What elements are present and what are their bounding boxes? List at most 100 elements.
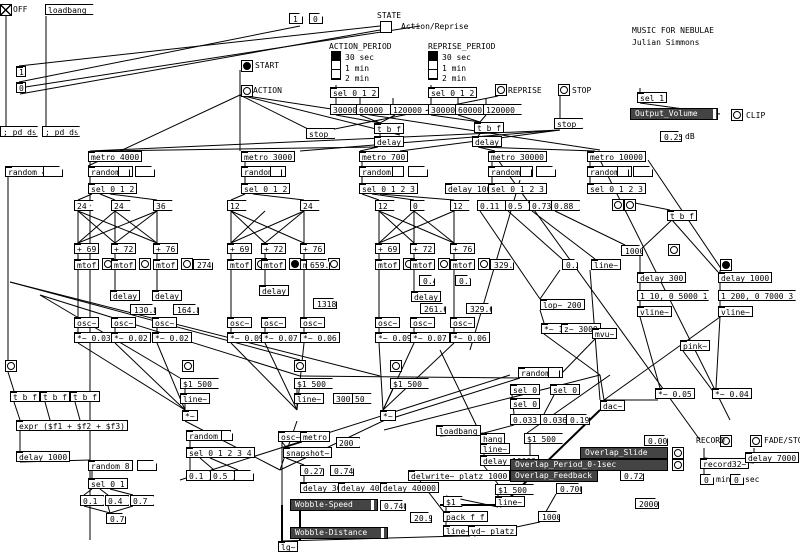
reprise-bang[interactable] xyxy=(495,84,507,96)
radio-cell[interactable] xyxy=(429,61,437,70)
value-message[interactable]: 0.4 xyxy=(105,495,129,506)
pitch-offset-message[interactable]: 0 xyxy=(410,200,425,211)
value-message[interactable]: 0.1 xyxy=(80,495,104,506)
number-0[interactable]: 0 xyxy=(16,82,26,93)
msg-200[interactable]: 200 xyxy=(336,437,360,448)
random-number[interactable] xyxy=(633,166,653,177)
msg-50[interactable]: 50 xyxy=(352,393,372,404)
pitch-offset-message[interactable]: 24 xyxy=(300,200,320,211)
bang-small[interactable] xyxy=(390,360,402,372)
freq-number[interactable]: 329.6 xyxy=(466,303,492,314)
action-bang[interactable] xyxy=(241,85,253,97)
bang-small[interactable] xyxy=(624,199,636,211)
value-number[interactable]: 0.748 xyxy=(330,465,354,476)
set-message-d[interactable]: $1 500 xyxy=(524,433,563,444)
msg-60000[interactable]: 60000 xyxy=(356,104,390,115)
freq-number[interactable]: 130.8 xyxy=(130,304,156,315)
pd-dsp-1-message[interactable]: ; pd dsp 1 xyxy=(42,126,80,137)
reprise-period-radio[interactable] xyxy=(428,51,438,80)
state-number[interactable]: 1 xyxy=(289,13,303,24)
random-number[interactable] xyxy=(270,166,282,177)
clip-bang[interactable] xyxy=(731,109,743,121)
bang-small[interactable] xyxy=(5,360,17,372)
random-number[interactable] xyxy=(617,166,629,177)
value-number[interactable]: 1000 xyxy=(538,511,560,522)
random-number[interactable] xyxy=(118,166,130,177)
bang-small[interactable] xyxy=(182,360,194,372)
radio-cell[interactable] xyxy=(332,61,340,70)
random-number[interactable] xyxy=(548,367,560,378)
stop-bang[interactable] xyxy=(558,84,570,96)
value-number[interactable]: 0.72 xyxy=(620,470,644,481)
set-message-f[interactable]: $1 xyxy=(443,496,463,507)
value-message[interactable]: 0.033 xyxy=(510,414,544,425)
envelope-message[interactable]: 1 10, 0 5000 100 xyxy=(637,290,709,301)
note-bang[interactable] xyxy=(438,258,450,270)
fade-stop-bang[interactable] xyxy=(750,435,762,447)
note-bang[interactable] xyxy=(181,258,193,270)
overlap-feedback-slider[interactable]: Overlap_Feedback xyxy=(510,470,598,482)
overlap-slide-slider[interactable]: Overlap_Slide xyxy=(580,447,668,459)
set-message-c[interactable]: $1 500 xyxy=(390,378,429,389)
msg-120000-b[interactable]: 120000 xyxy=(483,104,522,115)
action-period-radio[interactable] xyxy=(331,51,341,80)
stop-message-b[interactable]: stop xyxy=(554,118,583,129)
value-message[interactable]: 0.1 xyxy=(186,470,210,481)
state-number-0[interactable]: 0 xyxy=(309,13,323,24)
pitch-offset-message[interactable]: 24 xyxy=(111,200,131,211)
radio-cell[interactable] xyxy=(429,70,437,79)
value-number[interactable]: 0.4 xyxy=(419,275,435,286)
bang-small[interactable] xyxy=(720,259,732,271)
output-volume-slider[interactable]: Output_Volume xyxy=(630,108,718,120)
stop-message[interactable]: stop xyxy=(306,128,335,139)
number-1[interactable]: 1 xyxy=(16,66,26,77)
freq-number[interactable]: 261.6 xyxy=(420,303,446,314)
freq-number[interactable]: 659.2 xyxy=(306,259,330,270)
value-number[interactable]: 0.740 xyxy=(380,500,406,511)
state-toggle[interactable] xyxy=(380,21,392,33)
minutes-number[interactable]: 0 xyxy=(700,474,714,485)
freq-number[interactable]: 1318. xyxy=(313,298,337,309)
value-number[interactable]: 0.7 xyxy=(106,513,126,524)
bang-small[interactable] xyxy=(672,459,684,471)
value-number[interactable]: 20.9 xyxy=(410,512,432,523)
slider-knob[interactable] xyxy=(371,500,374,510)
value-number[interactable]: 0.196 xyxy=(566,414,590,425)
slider-knob[interactable] xyxy=(713,109,716,119)
radio-cell[interactable] xyxy=(332,52,340,61)
value-number[interactable]: 0.700 xyxy=(556,483,582,494)
random-number[interactable] xyxy=(43,166,63,177)
value-number[interactable]: 0.274 xyxy=(300,465,324,476)
random-number[interactable] xyxy=(536,166,556,177)
bang-small[interactable] xyxy=(672,447,684,459)
envelope-message-b[interactable]: 1 200, 0 7000 300 xyxy=(718,290,796,301)
value-number[interactable]: 2000 xyxy=(635,498,659,509)
msg-120000[interactable]: 120000 xyxy=(390,104,429,115)
radio-cell[interactable] xyxy=(429,52,437,61)
value-number[interactable]: 0.2 xyxy=(562,259,578,270)
bang-small[interactable] xyxy=(668,244,680,256)
seconds-number[interactable]: 0 xyxy=(730,474,744,485)
value-message[interactable]: 0.88 xyxy=(551,200,580,211)
off-toggle[interactable] xyxy=(0,4,12,16)
bang-small[interactable] xyxy=(294,360,306,372)
freq-number[interactable]: 164.8 xyxy=(173,304,199,315)
set-message-b[interactable]: $1 500 xyxy=(294,378,333,389)
value-message[interactable]: 0.11 xyxy=(477,200,506,211)
note-bang[interactable] xyxy=(139,258,151,270)
random-number[interactable] xyxy=(137,460,157,471)
random-number[interactable] xyxy=(392,166,404,177)
pitch-offset-message[interactable]: 24 xyxy=(74,200,94,211)
value-message[interactable]: 0.5 xyxy=(505,200,529,211)
radio-cell[interactable] xyxy=(332,70,340,79)
set-message[interactable]: $1 500 xyxy=(180,378,219,389)
pitch-offset-message[interactable]: 36 xyxy=(153,200,173,211)
value-message[interactable]: 0.7 xyxy=(130,495,154,506)
bang-small[interactable] xyxy=(612,199,624,211)
random-number[interactable] xyxy=(520,166,532,177)
set-message-e[interactable]: $1 500 xyxy=(495,484,534,495)
freq-number[interactable]: 274. xyxy=(193,259,213,270)
pitch-offset-message[interactable]: 12 xyxy=(227,200,247,211)
value-number[interactable]: 0.7 xyxy=(455,275,471,286)
random-number[interactable] xyxy=(135,166,155,177)
